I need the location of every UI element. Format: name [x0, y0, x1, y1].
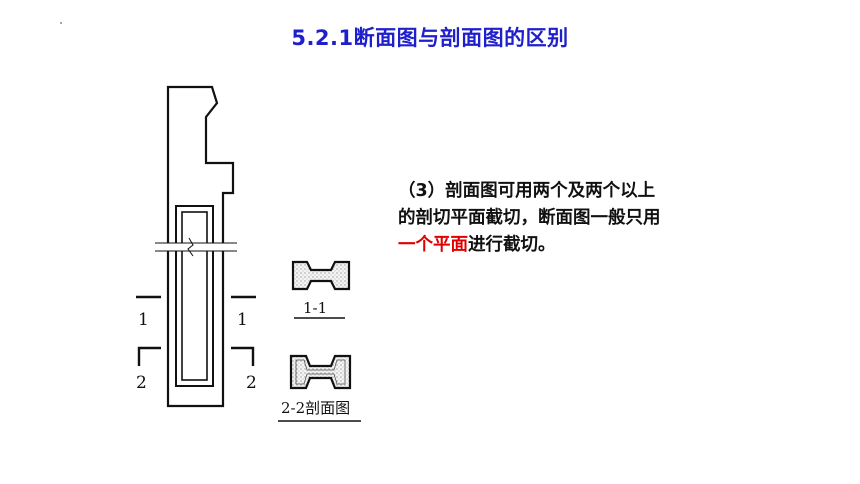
explanation-paragraph: （3）剖面图可用两个及两个以上 的剖切平面截切，断面图一般只用 一个平面进行截切… [398, 178, 738, 259]
recess-inner [181, 211, 208, 381]
paragraph-line-3: 一个平面进行截切。 [398, 232, 738, 259]
cut-mark-2-left [137, 346, 161, 366]
cut-mark-2-right [231, 346, 255, 366]
break-gap [155, 243, 237, 251]
section-2-inner [295, 359, 346, 385]
section-2-label: 2-2剖面图 [281, 399, 350, 417]
cut-label-2-left: 2 [136, 373, 147, 393]
paragraph-line-2: 的剖切平面截切，断面图一般只用 [398, 208, 661, 228]
break-zigzag [187, 237, 194, 257]
cut-label-2-right: 2 [246, 373, 257, 393]
recess-outer [175, 205, 214, 387]
paragraph-line-3-rest: 进行截切。 [468, 235, 556, 255]
section-2-shape [289, 354, 352, 390]
column-outline [166, 85, 235, 408]
cut-label-1-left: 1 [138, 310, 149, 330]
decorative-dot [60, 22, 62, 24]
section-1-shape [291, 260, 351, 291]
slide-title: 5.2.1断面图与剖面图的区别 [291, 26, 569, 50]
highlight-text: 一个平面 [398, 235, 468, 255]
cut-label-1-right: 1 [237, 310, 248, 330]
section-1-label: 1-1 [303, 299, 327, 317]
paragraph-line-1: （3）剖面图可用两个及两个以上 [398, 181, 656, 201]
